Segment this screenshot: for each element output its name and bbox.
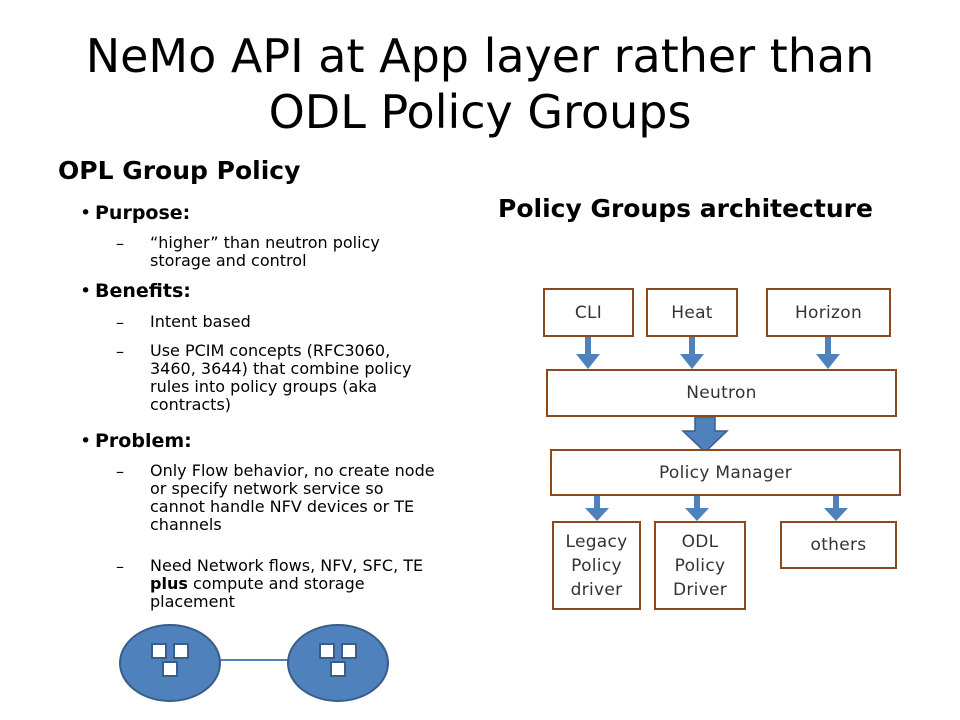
switch-icon-square <box>341 643 357 659</box>
box-legacy-policy-driver: Legacy Policy driver <box>552 521 641 610</box>
bold-text: plus <box>150 574 188 593</box>
text-line: Need Network flows, NFV, SFC, TE <box>150 556 424 575</box>
text-span: compute and storage <box>187 574 365 593</box>
box-label: Horizon <box>794 302 863 323</box>
benefits-item-1: Intent based <box>150 312 251 331</box>
box-label: driver <box>570 579 623 600</box>
box-label: ODL <box>681 531 719 552</box>
arrow-neutron-pm <box>681 416 729 454</box>
arrow-cli-neutron <box>576 337 600 369</box>
arrow-horizon-neutron <box>816 337 840 369</box>
box-odl-policy-driver: ODL Policy Driver <box>654 521 746 610</box>
text-line: plus compute and storage <box>150 575 470 593</box>
slide-title-line2: ODL Policy Groups <box>268 85 692 139</box>
box-cli: CLI <box>543 288 634 337</box>
dash-marker: – <box>116 342 124 361</box>
arrow-pm-odl <box>685 496 709 521</box>
text-line: cannot handle NFV devices or TE <box>150 497 415 516</box>
text-line: contracts) <box>150 395 232 414</box>
box-label: Policy <box>674 555 726 576</box>
arrow-heat-neutron <box>680 337 704 369</box>
box-label: Driver <box>672 579 728 600</box>
box-others: others <box>780 521 897 569</box>
text-line: channels <box>150 515 222 534</box>
problem-item-2: Need Network flows, NFV, SFC, TE plus co… <box>150 557 470 611</box>
text-line: Use PCIM concepts (RFC3060, <box>150 341 391 360</box>
dash-marker: – <box>116 234 124 253</box>
box-heat: Heat <box>646 288 738 337</box>
dash-marker: – <box>116 313 124 332</box>
box-label: Policy Manager <box>658 462 793 483</box>
box-horizon: Horizon <box>766 288 891 337</box>
right-heading: Policy Groups architecture <box>498 194 873 223</box>
switch-icon-square <box>151 643 167 659</box>
box-label: others <box>810 535 867 555</box>
box-label: Heat <box>671 302 713 323</box>
bullet-purpose: Purpose: <box>80 202 190 224</box>
slide-title-line1: NeMo API at App layer rather than <box>85 29 875 83</box>
switch-icon-square <box>173 643 189 659</box>
box-label: Neutron <box>686 383 757 403</box>
switch-icon-square <box>162 661 178 677</box>
purpose-item-1: “higher” than neutron policy storage and… <box>150 234 470 270</box>
arrow-pm-legacy <box>585 496 609 521</box>
bullet-benefits: Benefits: <box>80 280 191 302</box>
text-line: 3460, 3644) that combine policy <box>150 359 412 378</box>
text-line: Only Flow behavior, no create node <box>150 461 435 480</box>
box-policy-manager: Policy Manager <box>550 449 901 496</box>
left-heading: OPL Group Policy <box>58 156 301 185</box>
text-line: rules into policy groups (aka <box>150 377 378 396</box>
text-line: placement <box>150 592 235 611</box>
switch-icon-square <box>319 643 335 659</box>
slide-title: NeMo API at App layer rather than ODL Po… <box>0 28 960 140</box>
text-line: “higher” than neutron policy <box>150 233 380 252</box>
bullet-problem: Problem: <box>80 430 192 452</box>
switch-icon-square <box>330 661 346 677</box>
box-label: CLI <box>574 302 603 323</box>
problem-item-1: Only Flow behavior, no create node or sp… <box>150 462 470 534</box>
dash-marker: – <box>116 462 124 481</box>
text-line: storage and control <box>150 251 307 270</box>
box-label: Legacy <box>565 531 628 552</box>
text-line: or specify network service so <box>150 479 384 498</box>
arrow-pm-others <box>824 496 848 521</box>
box-label: Policy <box>571 555 622 576</box>
box-neutron: Neutron <box>546 369 897 417</box>
dash-marker: – <box>116 557 124 576</box>
benefits-item-2: Use PCIM concepts (RFC3060, 3460, 3644) … <box>150 342 470 414</box>
